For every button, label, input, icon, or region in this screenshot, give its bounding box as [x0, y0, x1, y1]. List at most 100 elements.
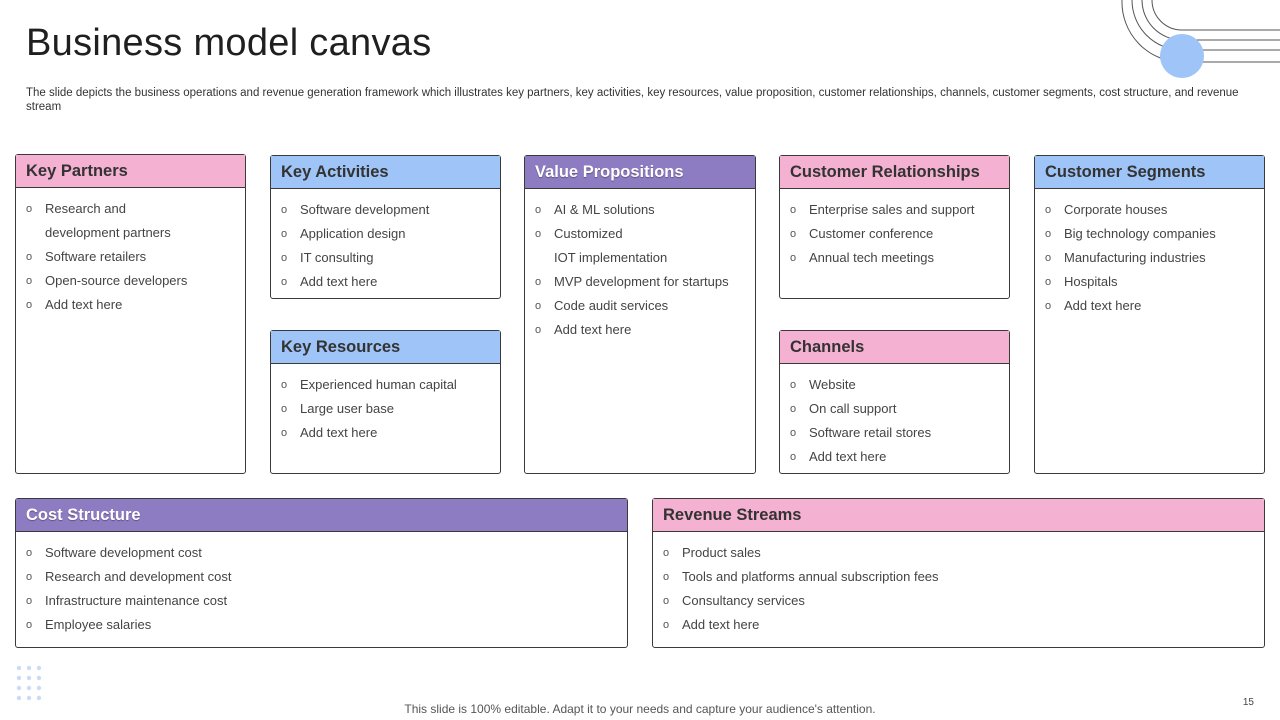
list-item-text: Open-source developers [45, 273, 188, 288]
list-item-text: development partners [45, 225, 171, 240]
list-item-text: Software retailers [45, 249, 147, 264]
list-item-text: Large user base [300, 401, 394, 416]
list-item: o Add text here [535, 318, 755, 342]
bullet-icon: o [1045, 228, 1052, 240]
card-header: Revenue Streams [653, 499, 1264, 532]
bullet-icon: o [26, 275, 33, 287]
list-item: o IT consulting [281, 246, 500, 270]
list-item: o Employee salaries [26, 613, 627, 637]
bullet-icon: o [663, 547, 670, 559]
list-item-text: Manufacturing industries [1064, 250, 1206, 265]
list-item-text: Big technology companies [1064, 226, 1216, 241]
list-item-text: Add text here [809, 449, 887, 464]
card-header: Key Activities [271, 156, 500, 189]
list-item: o Application design [281, 222, 500, 246]
bullet-icon: o [535, 204, 542, 216]
slide-subtitle: The slide depicts the business operation… [26, 87, 1239, 113]
bullet-icon: o [281, 252, 288, 264]
bullet-icon: o [535, 228, 542, 240]
list-item-text: Customized [554, 226, 623, 241]
list-item-text: Annual tech meetings [809, 250, 935, 265]
list-item-text: Application design [300, 226, 406, 241]
bullet-icon: o [663, 619, 670, 631]
bullet-icon: o [281, 228, 288, 240]
list-item-text: Consultancy services [682, 593, 805, 608]
list-item: o Research and [26, 197, 245, 221]
bullet-icon: o [790, 204, 797, 216]
bullet-icon: o [535, 300, 542, 312]
list-item-text: Product sales [682, 545, 761, 560]
list-item-text: Research and [45, 201, 126, 216]
list-item-text: Add text here [300, 274, 378, 289]
bullet-icon: o [26, 203, 33, 215]
card-header: Value Propositions [525, 156, 755, 189]
bullet-icon: o [26, 595, 33, 607]
list-item: o Code audit services [535, 294, 755, 318]
list-item-text: Research and development cost [45, 569, 232, 584]
list-item-text: Add text here [300, 425, 378, 440]
list-item-text: MVP development for startups [554, 274, 729, 289]
bullet-icon: o [790, 451, 797, 463]
list-item-text: On call support [809, 401, 897, 416]
card-header: Key Resources [271, 331, 500, 364]
list-item-text: Software development [300, 202, 430, 217]
bullet-icon: o [790, 379, 797, 391]
list-item-text: Add text here [554, 322, 632, 337]
bullet-icon: o [1045, 300, 1052, 312]
list-item-text: IOT implementation [554, 250, 668, 265]
decorative-arcs-graphic [1121, 0, 1280, 78]
list-item: o Add text here [790, 445, 1009, 469]
list-item: o Website [790, 373, 1009, 397]
list-item: o Add text here [1045, 294, 1264, 318]
list-item-text: Customer conference [809, 226, 934, 241]
list-item: o Big technology companies [1045, 222, 1264, 246]
bullet-icon: o [26, 571, 33, 583]
bullet-icon: o [663, 571, 670, 583]
bullet-icon: o [26, 619, 33, 631]
card-header: Customer Segments [1035, 156, 1264, 189]
list-item-text: Add text here [1064, 298, 1142, 313]
list-item: o Customized [535, 222, 755, 246]
list-item: o Customer conference [790, 222, 1009, 246]
bullet-icon: o [1045, 252, 1052, 264]
bullet-icon: o [535, 276, 542, 288]
list-item-text: Software development cost [45, 545, 202, 560]
list-item: o Manufacturing industries [1045, 246, 1264, 270]
list-item: o MVP development for startups [535, 270, 755, 294]
list-item-text: Website [809, 377, 856, 392]
bullet-icon: o [790, 252, 797, 264]
bullet-icon: o [535, 324, 542, 336]
bullet-icon: o [790, 228, 797, 240]
list-item-text: Code audit services [554, 298, 669, 313]
list-item: o Large user base [281, 397, 500, 421]
list-item-text: IT consulting [300, 250, 374, 265]
list-item: IOT implementation [535, 246, 755, 270]
bullet-icon: o [281, 403, 288, 415]
list-item-text: Employee salaries [45, 617, 152, 632]
list-item: o Annual tech meetings [790, 246, 1009, 270]
bullet-icon: o [790, 427, 797, 439]
slide-title: Business model canvas [26, 22, 432, 64]
bullet-icon: o [1045, 204, 1052, 216]
